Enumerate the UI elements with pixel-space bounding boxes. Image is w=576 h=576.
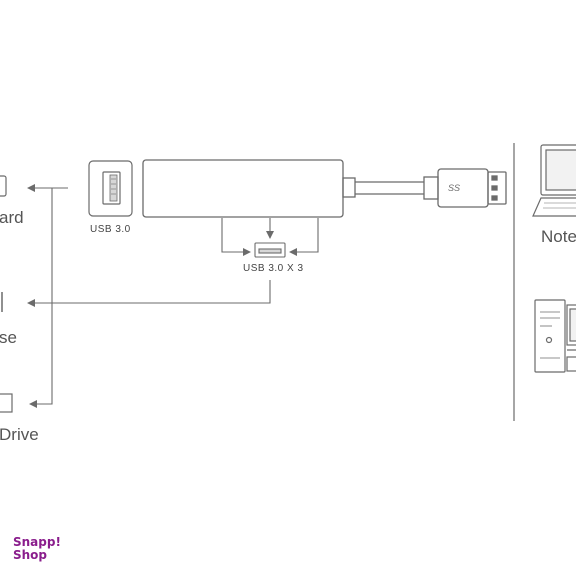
notebook-icon — [532, 144, 576, 217]
brand-logo-line1: Snapp! — [13, 535, 61, 549]
hub-port-label: USB 3.0 — [90, 224, 131, 235]
drive-label: Drive — [0, 425, 39, 444]
brand-logo-line2: Shop — [13, 548, 48, 562]
brand-logo: Snapp! Shop — [13, 536, 61, 562]
hub-ports-multi-label: USB 3.0 X 3 — [243, 263, 304, 274]
keyboard-label: ard — [0, 208, 24, 227]
usb-ss-logo: SS — [448, 183, 460, 193]
desktop-computer-icon — [534, 299, 576, 373]
usb-port-icon — [88, 160, 133, 217]
usb-port-small-icon — [254, 242, 286, 258]
keyboard-icon — [0, 175, 7, 197]
usb-hub-body — [142, 159, 439, 218]
notebook-label: Note — [541, 227, 576, 246]
mouse-label: se — [0, 328, 17, 347]
usb-plug-icon — [437, 168, 507, 208]
drive-icon — [0, 393, 13, 413]
connection-lines — [27, 184, 319, 408]
